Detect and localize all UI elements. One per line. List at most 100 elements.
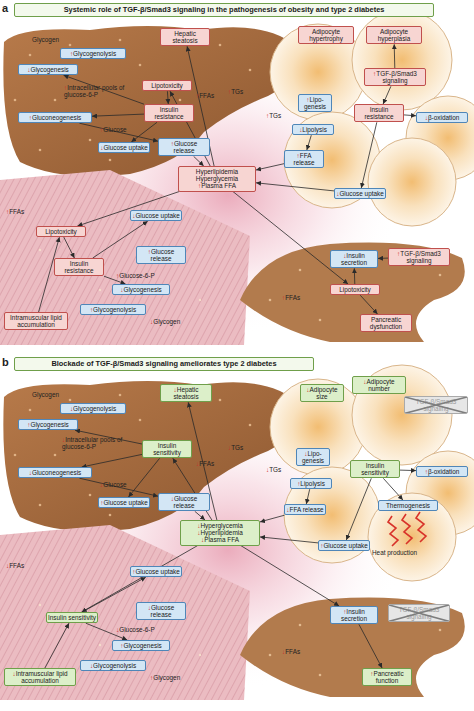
process-box: ↓Lipolysis	[292, 124, 334, 135]
change-arrow: ↑	[171, 140, 174, 147]
change-arrow: ↑	[29, 114, 32, 121]
arrow-connector	[241, 546, 339, 607]
arrow-connector	[195, 511, 205, 520]
arrow-connector	[79, 123, 158, 141]
process-box: ↑Glycogenolysis	[80, 304, 146, 315]
change-arrow: ↓	[266, 466, 269, 473]
node-text: Lipotoxicity	[38, 228, 84, 235]
change-arrow: ↓	[201, 536, 204, 543]
free-label: ↑Glycogen	[150, 674, 190, 681]
node-text: ↓Glucose uptake	[132, 212, 180, 219]
arrow-connector	[167, 91, 169, 104]
process-box: ↓Gluconeogenesis	[18, 467, 92, 478]
state-box: ↓Hyperglycemia↓Hyperlipidemia↓Plasma FFA	[180, 520, 260, 546]
change-arrow: ↑	[373, 70, 376, 77]
free-label: ↑Glucose-6-P	[116, 272, 166, 279]
free-label: ↑FFAs	[6, 208, 36, 215]
node-text: ↑Glucose uptake	[132, 568, 180, 575]
process-box: ↓Glucose release	[158, 493, 210, 511]
change-arrow: ↑	[370, 670, 373, 677]
change-arrow: ↑	[397, 250, 400, 257]
free-label: ↓Glucose-6-P	[116, 626, 166, 633]
process-box: ↓Glycogenesis	[112, 284, 170, 295]
arrow-connector	[188, 402, 217, 520]
state-box: ↓Hepatic steatosis	[160, 384, 212, 402]
node-text: ↓Glucose release	[138, 604, 184, 618]
state-box: Insulin sensitivity	[350, 460, 400, 478]
change-arrow: ↓	[62, 436, 65, 443]
blocked-cross	[389, 605, 449, 621]
free-label: ↑FFAs	[196, 92, 226, 99]
arrow-connector	[346, 478, 371, 540]
free-label: Heat production	[372, 549, 442, 556]
node-text: ↑Glucose release	[138, 248, 184, 262]
change-arrow: ↓	[304, 450, 307, 457]
node-text: Hyperglycemia	[180, 175, 254, 182]
node-text: ↑Gluconeogenesis	[20, 114, 90, 121]
change-arrow: ↓	[29, 469, 32, 476]
arrow-connector	[187, 46, 214, 166]
change-arrow: ↓	[336, 190, 339, 197]
change-arrow: ↑	[116, 272, 119, 279]
arrow-connector	[260, 537, 318, 543]
change-arrow: ↓	[299, 126, 302, 133]
arrow-connector	[400, 470, 416, 472]
arrow-connector	[233, 192, 348, 285]
change-arrow: ↑	[343, 608, 346, 615]
arrow-connector	[404, 114, 416, 116]
panel-letter: a	[2, 2, 14, 14]
process-box: ↑β-oxidation	[416, 466, 468, 477]
cross-line	[389, 605, 449, 621]
node-text: ↑Glycogenolysis	[62, 50, 124, 57]
change-arrow: ↑	[132, 568, 135, 575]
process-box: ↑Lipolysis	[290, 478, 332, 489]
cross-line	[389, 605, 449, 621]
node-text: Insulin resistance	[56, 260, 102, 274]
node-text: Pancreatic dysfunction	[362, 316, 410, 330]
node-text: ↓Hyperlipidemia	[182, 529, 258, 536]
process-box: ↓Glucose uptake	[334, 188, 386, 199]
arrow-connector	[256, 183, 334, 191]
node-text: Lipotoxicity	[144, 82, 190, 89]
change-arrow: ↑	[148, 248, 151, 255]
node-text: Insulin sensitivity	[144, 442, 190, 456]
free-label: ↓Glucose	[100, 481, 140, 488]
node-text: ↓Glucose uptake	[336, 190, 384, 197]
node-text: ↓Adipocyte size	[302, 386, 342, 400]
change-arrow: ↑	[282, 294, 285, 301]
change-arrow: ↑	[196, 92, 199, 99]
change-arrow: ↓	[12, 670, 15, 677]
change-arrow: ↓	[100, 481, 103, 488]
state-box: HyperlipidemiaHyperglycemia↑Plasma FFA	[178, 166, 256, 192]
change-arrow: ↓	[228, 444, 231, 451]
process-box: ↓β-oxidation	[416, 112, 468, 123]
node-text: Adipocyte hyperplasia	[368, 28, 420, 42]
state-box: ↓Adipocyte number	[352, 376, 406, 394]
arrow-connector	[82, 454, 142, 467]
arrow-connector	[82, 577, 146, 612]
change-arrow: ↑	[198, 182, 201, 189]
node-text: ↑Insulin secretion	[332, 608, 376, 622]
node-text: ↓Hepatic steatosis	[162, 386, 210, 400]
change-arrow: ↓	[196, 460, 199, 467]
process-box: ↑Glucose release	[158, 138, 210, 156]
state-box: Insulin sensitivity	[46, 612, 98, 623]
node-text: ↓Insulin secretion	[332, 252, 376, 266]
node-text: Intramuscular lipid accumulation	[6, 314, 66, 328]
process-box: ↓Lipo-genesis	[296, 448, 330, 466]
node-text: ↑Lipo-genesis	[300, 96, 330, 110]
change-arrow: ↑	[120, 642, 123, 649]
arrow-connector	[361, 122, 377, 188]
change-arrow: ↓	[343, 252, 346, 259]
change-arrow: ↓	[6, 562, 9, 569]
node-text: ↓Lipolysis	[294, 126, 332, 133]
state-box: TGF-β/Smad3 signaling	[388, 604, 450, 622]
process-box: ↓FFA release	[284, 504, 326, 515]
change-arrow: ↓	[120, 286, 123, 293]
node-text: ↓Lipo-genesis	[298, 450, 328, 464]
free-label: ↑Intracellular pools of glucose-6-P	[64, 84, 138, 98]
node-text: ↑Glucose uptake	[100, 499, 148, 506]
change-arrow: ↑	[297, 480, 300, 487]
change-arrow: ↑	[90, 306, 93, 313]
